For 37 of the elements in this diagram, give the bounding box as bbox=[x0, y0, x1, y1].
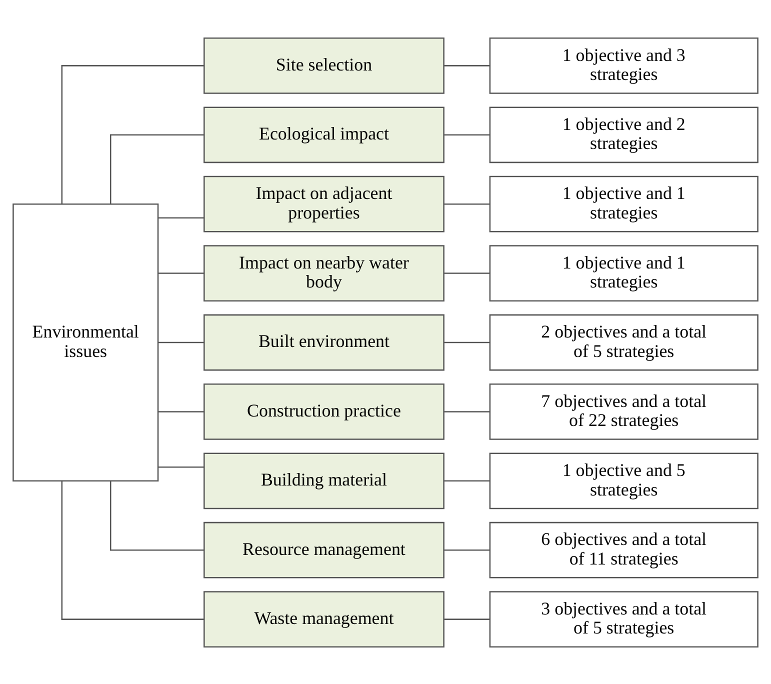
node-box: 6 objectives and a total of 11 strategies bbox=[489, 521, 758, 578]
node-box: 3 objectives and a total of 5 strategies bbox=[489, 590, 758, 648]
connector bbox=[444, 341, 490, 343]
node-box: Site selection bbox=[204, 36, 444, 94]
node-box: Environmental issues bbox=[12, 202, 159, 482]
connector bbox=[444, 134, 490, 136]
node-box: 1 objective and 1 strategies bbox=[489, 244, 758, 301]
connector bbox=[61, 64, 204, 204]
node-box: 1 objective and 3 strategies bbox=[489, 36, 758, 94]
connector bbox=[158, 216, 204, 218]
connector bbox=[61, 480, 204, 620]
connector bbox=[158, 272, 204, 274]
connector bbox=[158, 341, 204, 343]
node-box: Impact on adjacent properties bbox=[204, 175, 444, 232]
node-box: Waste management bbox=[204, 590, 444, 648]
connector bbox=[444, 480, 490, 482]
connector bbox=[444, 64, 490, 66]
node-box: Ecological impact bbox=[204, 106, 444, 163]
node-box: 7 objectives and a total of 22 strategies bbox=[489, 383, 758, 440]
connector bbox=[444, 202, 490, 204]
node-box: 1 objective and 5 strategies bbox=[489, 452, 758, 509]
connector bbox=[444, 618, 490, 620]
connector bbox=[158, 466, 204, 468]
node-box: 1 objective and 2 strategies bbox=[489, 106, 758, 163]
node-box: Impact on nearby water body bbox=[204, 244, 444, 301]
connector bbox=[110, 480, 204, 550]
connector bbox=[444, 410, 490, 412]
node-box: Built environment bbox=[204, 314, 444, 370]
connector bbox=[110, 134, 204, 204]
node-box: 2 objectives and a total of 5 strategies bbox=[489, 314, 758, 370]
node-box: Construction practice bbox=[204, 383, 444, 440]
node-box: 1 objective and 1 strategies bbox=[489, 175, 758, 232]
connector bbox=[444, 548, 490, 550]
connector bbox=[444, 272, 490, 274]
node-box: Resource management bbox=[204, 521, 444, 578]
node-box: Building material bbox=[204, 452, 444, 509]
connector bbox=[158, 410, 204, 412]
